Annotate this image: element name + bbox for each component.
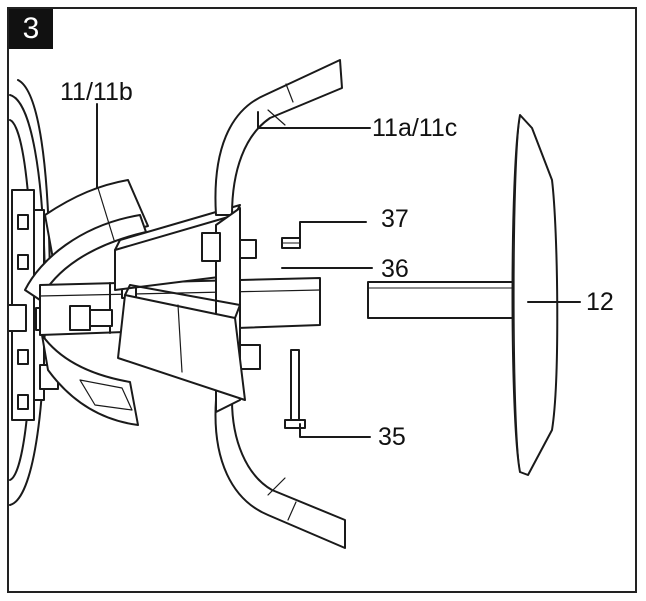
label-12: 12 xyxy=(586,288,614,316)
tine-11a-lower xyxy=(214,399,346,549)
tine-11a-upper xyxy=(214,59,343,216)
label-36: 36 xyxy=(381,255,409,283)
leader-lines xyxy=(96,103,581,438)
tine-11-lower xyxy=(41,334,139,426)
figure-frame xyxy=(7,7,637,593)
label-35: 35 xyxy=(378,423,406,451)
pin-35 xyxy=(284,349,306,429)
disc-shaft-12 xyxy=(367,114,559,476)
tine-11-upper xyxy=(24,179,149,301)
label-11-11b: 11/11b xyxy=(60,78,133,106)
label-11a-11c: 11a/11c xyxy=(372,114,458,142)
label-37: 37 xyxy=(381,205,409,233)
tine-blade-center xyxy=(117,284,246,401)
step-number-badge: 3 xyxy=(9,9,53,49)
